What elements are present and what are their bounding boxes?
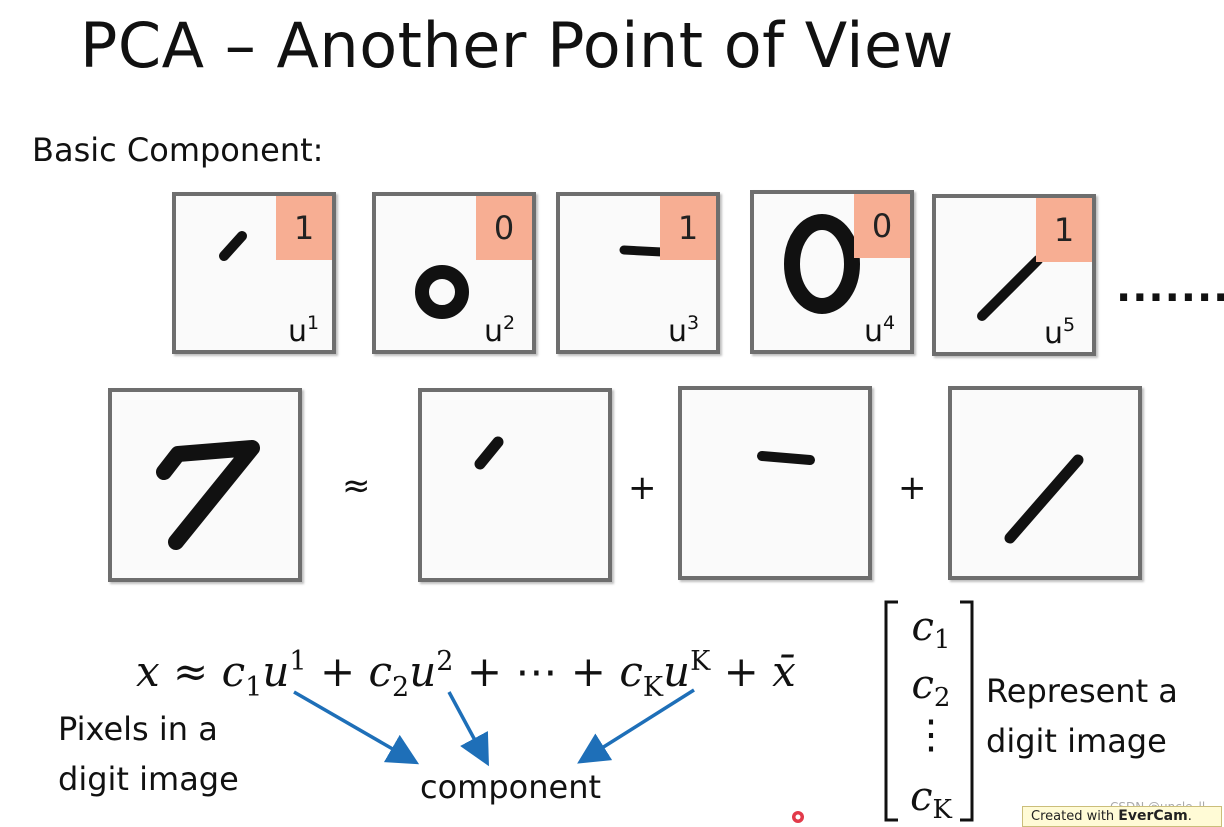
component-tile-u4: 0 u4 [750, 190, 914, 354]
component-badge: 0 [854, 194, 910, 258]
plus-sign: + [898, 468, 927, 508]
digit-seven-tile [108, 388, 302, 582]
component-label: u2 [484, 312, 516, 349]
vector-brackets [884, 600, 974, 822]
component-badge: 0 [476, 196, 532, 260]
component-label: u3 [668, 312, 700, 349]
component-tile-u1: 1 u1 [172, 192, 336, 354]
stroke-dash-icon [474, 436, 504, 470]
stroke-dash-icon [219, 231, 247, 261]
stroke-bar-icon [619, 245, 667, 257]
component-label: u4 [864, 312, 896, 349]
component-tile-u3: 1 u3 [556, 192, 720, 354]
stroke-loop-icon [415, 265, 469, 319]
component-tile-u2: 0 u2 [372, 192, 536, 354]
pixels-label: Pixels in a [58, 710, 218, 748]
component-badge: 1 [660, 196, 716, 260]
represent-label: digit image [986, 722, 1167, 760]
stroke-zero-icon [784, 214, 860, 314]
ellipsis: ....... [1116, 265, 1224, 311]
composition-tile-u5 [948, 386, 1142, 580]
component-badge: 1 [1036, 198, 1092, 262]
arrow-to-component [293, 690, 420, 765]
represent-label: Represent a [986, 672, 1178, 710]
arrow-to-component [577, 688, 695, 764]
basic-component-label: Basic Component: [32, 131, 324, 169]
plus-sign: + [628, 468, 657, 508]
digit-seven-icon [156, 440, 260, 550]
arrow-to-component [447, 691, 489, 767]
component-label: u5 [1044, 314, 1076, 351]
stroke-bar-icon [757, 451, 815, 465]
pixels-label: digit image [58, 760, 239, 798]
stroke-diagonal-icon [1004, 454, 1084, 544]
stroke-diagonal-icon [977, 255, 1043, 321]
approx-sign: ≈ [342, 466, 371, 506]
component-badge: 1 [276, 196, 332, 260]
component-tile-u5: 1 u5 [932, 194, 1096, 356]
component-label: u1 [288, 312, 320, 349]
component-label-text: component [420, 768, 602, 806]
page-title: PCA – Another Point of View [80, 9, 954, 82]
evercam-watermark: Created with EverCam. [1022, 806, 1222, 827]
pca-equation: x ≈ c1u1 + c2u2 + ⋯ + cKuK + x̄ [136, 646, 796, 703]
composition-tile-u3 [678, 386, 872, 580]
composition-tile-u1 [418, 388, 612, 582]
cursor-dot-icon [792, 811, 804, 823]
